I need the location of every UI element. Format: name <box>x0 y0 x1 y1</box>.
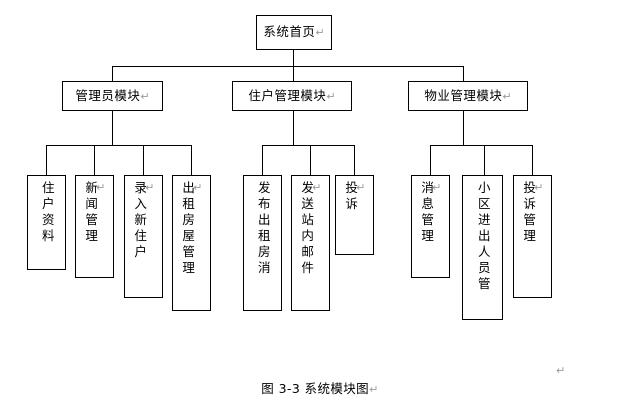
node-leaf-complaint[interactable]: 投诉↵ <box>335 175 374 255</box>
paragraph-mark-icon: ↵ <box>502 89 512 103</box>
connector-admin-leaf-drop-1 <box>46 145 48 175</box>
connector-bus-drop-property <box>463 66 465 81</box>
connector-admin-leaf-drop-2 <box>94 145 96 175</box>
connector-admin-bus <box>46 145 192 147</box>
node-leaf-publish-rental-info[interactable]: 发布出租房消 <box>243 175 282 311</box>
connector-resident-leaf-drop-3 <box>354 145 356 175</box>
connector-property-drop <box>463 111 465 145</box>
connector-property-leaf-drop-3 <box>532 145 534 175</box>
paragraph-mark-icon: ↵ <box>193 181 203 194</box>
connector-admin-leaf-drop-4 <box>191 145 193 175</box>
node-module-admin[interactable]: 管理员模块↵ <box>62 81 163 111</box>
paragraph-mark-icon: ↵ <box>356 181 366 194</box>
node-leaf-label: 住户资料 <box>39 181 55 245</box>
connector-bus-drop-admin <box>112 66 114 81</box>
paragraph-mark-icon: ↵ <box>315 26 325 39</box>
paragraph-mark-icon: ↵ <box>369 383 379 396</box>
paragraph-mark-icon: ↵ <box>432 181 442 194</box>
node-module-resident[interactable]: 住户管理模块↵ <box>232 81 352 111</box>
connector-property-leaf-drop-2 <box>484 145 486 175</box>
paragraph-mark-icon: ↵ <box>145 181 155 194</box>
paragraph-mark-icon: ↵ <box>96 181 106 194</box>
node-leaf-label: 新闻管理 <box>83 181 99 245</box>
figure-caption-text: 图 3-3 系统模块图 <box>261 381 370 396</box>
connector-resident-drop <box>293 111 295 145</box>
paragraph-mark-icon: ↵ <box>312 181 322 194</box>
connector-resident-bus <box>262 145 354 147</box>
node-leaf-complaint-management[interactable]: 投诉管理↵ <box>513 175 552 298</box>
connector-admin-leaf-drop-3 <box>143 145 145 175</box>
node-leaf-community-access-personnel[interactable]: 小区进出人员管 <box>462 175 503 320</box>
node-module-resident-label: 住户管理模块 <box>248 87 327 103</box>
node-leaf-label: 投诉管理 <box>521 181 537 245</box>
node-module-admin-label: 管理员模块 <box>75 87 141 103</box>
figure-caption: 图 3-3 系统模块图↵ <box>0 378 640 397</box>
connector-property-leaf-drop-1 <box>430 145 432 175</box>
connector-main-bus <box>112 66 464 68</box>
node-leaf-rental-house-management[interactable]: 出租房屋管理↵ <box>172 175 211 311</box>
paragraph-mark-icon: ↵ <box>140 89 150 103</box>
node-root-label: 系统首页 <box>263 24 316 40</box>
node-leaf-news-management[interactable]: 新闻管理↵ <box>75 175 114 278</box>
node-leaf-label: 录入新住户 <box>132 181 148 261</box>
connector-resident-leaf-drop-2 <box>310 145 312 175</box>
node-module-property[interactable]: 物业管理模块↵ <box>408 81 528 111</box>
node-leaf-label: 发布出租房消 <box>255 181 271 277</box>
connector-admin-drop <box>112 111 114 145</box>
paragraph-mark-icon: ↵ <box>534 181 544 194</box>
node-module-property-label: 物业管理模块 <box>424 87 503 103</box>
node-leaf-label: 消息管理 <box>419 181 435 245</box>
node-leaf-label: 发送站内邮件 <box>299 181 315 277</box>
connector-bus-drop-resident <box>293 66 295 81</box>
node-leaf-label: 投诉 <box>343 181 359 213</box>
node-leaf-label: 小区进出人员管 <box>475 181 491 293</box>
connector-root-drop <box>293 50 295 66</box>
stray-paragraph-mark-icon: ↵ <box>556 364 566 377</box>
connector-resident-leaf-drop-1 <box>262 145 264 175</box>
paragraph-mark-icon: ↵ <box>326 89 336 103</box>
node-root-system-homepage[interactable]: 系统首页↵ <box>256 15 332 50</box>
connector-property-bus <box>430 145 532 147</box>
node-leaf-send-internal-mail[interactable]: 发送站内邮件↵ <box>291 175 330 311</box>
node-leaf-message-management[interactable]: 消息管理↵ <box>411 175 450 278</box>
node-leaf-resident-profile[interactable]: 住户资料 <box>27 175 66 270</box>
node-leaf-label: 出租房屋管理 <box>180 181 196 277</box>
node-leaf-add-new-resident[interactable]: 录入新住户↵ <box>124 175 163 298</box>
